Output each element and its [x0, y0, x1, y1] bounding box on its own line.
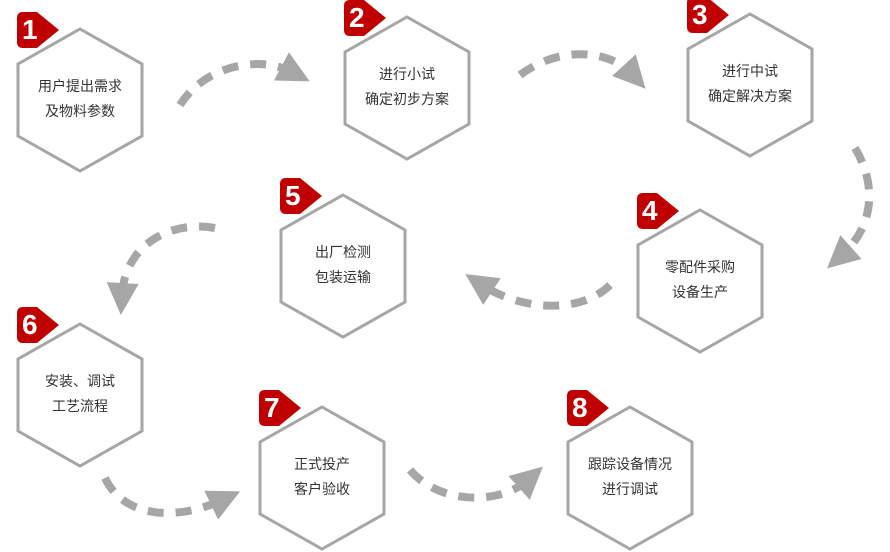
hexagon-shape	[343, 15, 471, 161]
step-label: 安装、调试工艺流程	[16, 322, 144, 468]
step-7: 正式投产客户验收 7	[258, 390, 386, 551]
step-line1: 正式投产	[294, 457, 350, 473]
step-number-badge: 2	[344, 0, 388, 42]
step-number: 7	[264, 392, 280, 423]
step-number: 2	[349, 2, 365, 33]
step-4: 零配件采购设备生产 4	[636, 193, 764, 354]
step-label: 零配件采购设备生产	[636, 208, 764, 354]
arrow-6-to-7	[101, 476, 241, 520]
step-label: 用户提出需求及物料参数	[16, 27, 144, 173]
step-line2: 客户验收	[294, 482, 350, 498]
step-2: 进行小试确定初步方案 2	[343, 0, 471, 161]
step-number-badge: 3	[687, 0, 731, 39]
step-line1: 出厂检测	[315, 245, 371, 261]
hexagon-shape	[16, 27, 144, 173]
step-number: 3	[692, 0, 708, 30]
arrow-3-to-4	[827, 145, 874, 269]
step-line2: 工艺流程	[52, 399, 108, 415]
hexagon-shape	[279, 193, 407, 339]
step-number: 5	[285, 180, 301, 211]
arrow-7-to-8	[406, 466, 543, 502]
step-line2: 确定解决方案	[708, 89, 792, 105]
step-line1: 进行中试	[722, 64, 778, 80]
step-number-badge: 4	[637, 193, 681, 235]
step-number-badge: 1	[17, 12, 61, 54]
step-line2: 进行调试	[602, 482, 658, 498]
step-line1: 进行小试	[379, 67, 435, 83]
step-number-badge: 6	[17, 307, 61, 349]
step-label: 进行小试确定初步方案	[343, 15, 471, 161]
step-8: 跟踪设备情况进行调试 8	[566, 390, 694, 551]
step-label: 出厂检测包装运输	[279, 193, 407, 339]
step-number: 4	[642, 195, 658, 226]
step-number-badge: 7	[259, 390, 303, 432]
arrow-1-to-2	[176, 52, 310, 108]
step-line2: 及物料参数	[45, 104, 115, 120]
hexagon-shape	[686, 12, 814, 158]
step-line2: 设备生产	[672, 285, 728, 301]
hexagon-shape	[16, 322, 144, 468]
step-line1: 零配件采购	[665, 260, 735, 276]
arrow-4-to-5	[465, 274, 613, 310]
step-1: 用户提出需求及物料参数 1	[16, 12, 144, 173]
step-label: 正式投产客户验收	[258, 405, 386, 551]
arrow-5-to-6	[106, 222, 216, 315]
step-number-badge: 5	[280, 178, 324, 220]
step-line1: 用户提出需求	[38, 79, 122, 95]
arrow-2-to-3	[517, 50, 646, 89]
step-5: 出厂检测包装运输 5	[279, 178, 407, 339]
step-number: 8	[572, 392, 588, 423]
step-label: 进行中试确定解决方案	[686, 12, 814, 158]
hexagon-shape	[636, 208, 764, 354]
step-line2: 包装运输	[315, 270, 371, 286]
hexagon-shape	[258, 405, 386, 551]
step-line1: 安装、调试	[45, 374, 115, 390]
step-number: 1	[22, 14, 38, 45]
step-number: 6	[22, 309, 38, 340]
step-line2: 确定初步方案	[365, 92, 449, 108]
step-6: 安装、调试工艺流程 6	[16, 307, 144, 468]
step-number-badge: 8	[567, 390, 611, 432]
hexagon-shape	[566, 405, 694, 551]
step-3: 进行中试确定解决方案 3	[686, 0, 814, 158]
step-label: 跟踪设备情况进行调试	[566, 405, 694, 551]
step-line1: 跟踪设备情况	[588, 457, 672, 473]
